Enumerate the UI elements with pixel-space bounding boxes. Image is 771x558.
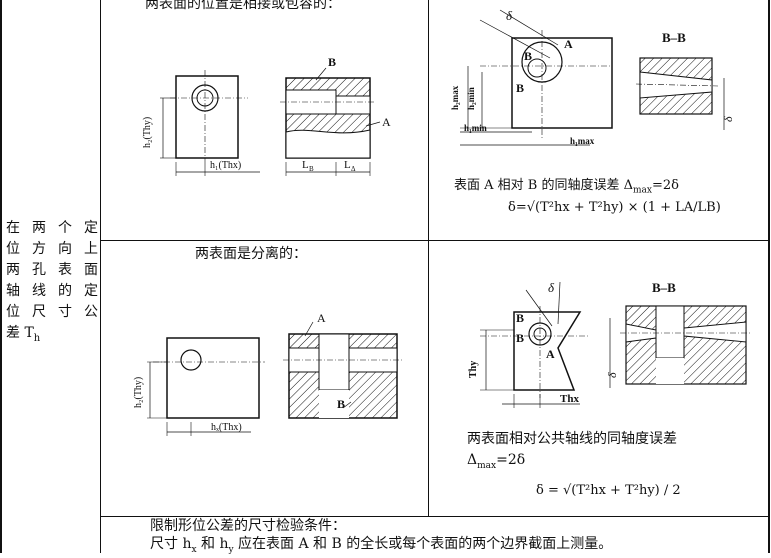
svg-text:h₂(Thy): h₂(Thy) [133,377,144,408]
svg-text:B: B [309,165,314,173]
mid-right-diagram: δ B B A Thy Thx B–B δ [468,280,752,408]
svg-text:h₂(Thy): h₂(Thy) [142,117,153,148]
row-header-line-3: 两孔表面 [6,262,98,278]
svg-text:h₁max: h₁max [570,136,595,146]
svg-text:Δ: Δ [351,165,356,173]
mid-left-caption: 两表面是分离的： [195,246,307,262]
svg-text:B: B [524,49,532,63]
top-right-diagram: δ B B A h₂max h₂min h₁min h₁max B–B δ [450,8,735,146]
svg-text:L: L [344,159,351,171]
mid-right-formula-caption-2: Δmax=2δ [467,452,526,471]
svg-text:A: A [317,311,326,325]
mid-right-formula-caption-1: 两表面相对公共轴线的同轴度误差 [467,431,677,447]
table-row-divider-1 [100,240,770,241]
table-row-divider-2 [100,516,770,517]
svg-text:B: B [328,55,336,69]
svg-text:h₂max: h₂max [450,85,460,110]
svg-text:A: A [382,115,391,129]
table-border-left [0,0,2,553]
mid-right-formula: δ = √(T²hx + T²hy) / 2 [536,483,681,498]
svg-text:h₂min: h₂min [466,87,476,110]
svg-text:B: B [516,311,524,325]
row-header-label: 在两个定 位方向上 两孔表面 轴线的定 位尺寸公 差 Th [6,218,98,349]
svg-text:h₁(Thx): h₁(Thx) [210,160,241,171]
svg-text:B: B [516,331,524,345]
row-header-line-5: 位尺寸公 [6,304,98,320]
svg-text:B–B: B–B [662,30,686,45]
svg-text:B–B: B–B [652,280,676,295]
svg-text:hₓ(Thx): hₓ(Thx) [211,422,242,433]
bottom-line-2: 尺寸 hx 和 hy 应在表面 A 和 B 的全长或每个表面的两个边界截面上测量… [150,536,613,555]
bottom-line-1: 限制形位公差的尺寸检验条件： [150,518,346,534]
row-header-line-4: 轴线的定 [6,283,98,299]
svg-text:h₁min: h₁min [464,123,487,133]
svg-text:δ: δ [506,8,513,23]
svg-text:Thx: Thx [560,393,579,405]
svg-text:δ: δ [548,280,555,295]
top-right-formula: δ=√(T²hx + T²hy) × (1 + LA/LB) [508,200,721,215]
top-left-caption: 两表面的位置是相接或包容的： [145,0,341,12]
table-column-divider-2 [428,0,429,516]
svg-text:Thy: Thy [468,361,479,378]
svg-text:L: L [302,159,309,171]
row-header-line-1: 在两个定 [6,220,98,236]
table-border-right [768,0,770,553]
svg-text:A: A [546,347,555,361]
row-header-line-2: 位方向上 [6,241,98,257]
row-header-line-6: 差 Th [6,325,41,344]
svg-text:δ: δ [605,372,619,378]
mid-left-diagram: h₂(Thy) hₓ(Thx) A B [133,311,403,436]
top-right-formula-caption: 表面 A 相对 B 的同轴度误差 Δmax=2δ [454,178,679,196]
svg-text:A: A [564,37,573,51]
svg-text:B: B [516,81,524,95]
svg-text:δ: δ [721,116,735,122]
table-column-divider-1 [100,0,101,553]
svg-text:B: B [337,397,345,411]
